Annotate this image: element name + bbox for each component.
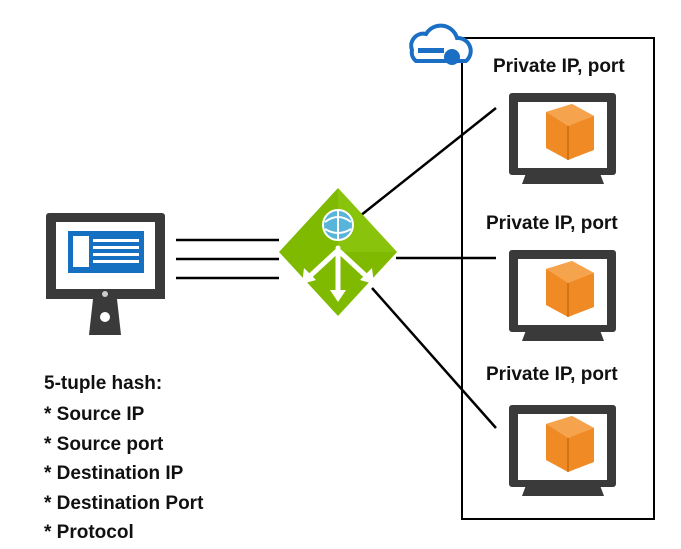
backend-connection-lines xyxy=(359,107,497,429)
hash-list: 5-tuple hash: * Source IP * Source port … xyxy=(44,373,203,548)
client-connection-lines xyxy=(176,238,279,280)
hash-list-item: * Destination IP xyxy=(44,463,184,484)
backend-pool-border xyxy=(461,37,655,520)
hash-list-item: * Protocol xyxy=(44,522,134,543)
hash-list-item: * Source port xyxy=(44,433,164,455)
client-computer-icon xyxy=(46,213,165,335)
hash-list-item: * Source IP xyxy=(44,404,145,425)
azure-cloud-icon xyxy=(409,23,473,65)
virtual-machine-icon xyxy=(509,405,616,496)
virtual-machine-icon xyxy=(509,250,616,341)
virtual-machine-icon xyxy=(509,93,616,184)
vm-label-2: Private IP, port xyxy=(486,213,618,234)
load-balancer-icon xyxy=(279,188,397,316)
hash-list-title: 5-tuple hash: xyxy=(44,373,163,394)
vm-label-1: Private IP, port xyxy=(493,56,625,77)
hash-list-item: * Destination Port xyxy=(44,492,204,514)
vm-label-3: Private IP, port xyxy=(486,364,618,385)
